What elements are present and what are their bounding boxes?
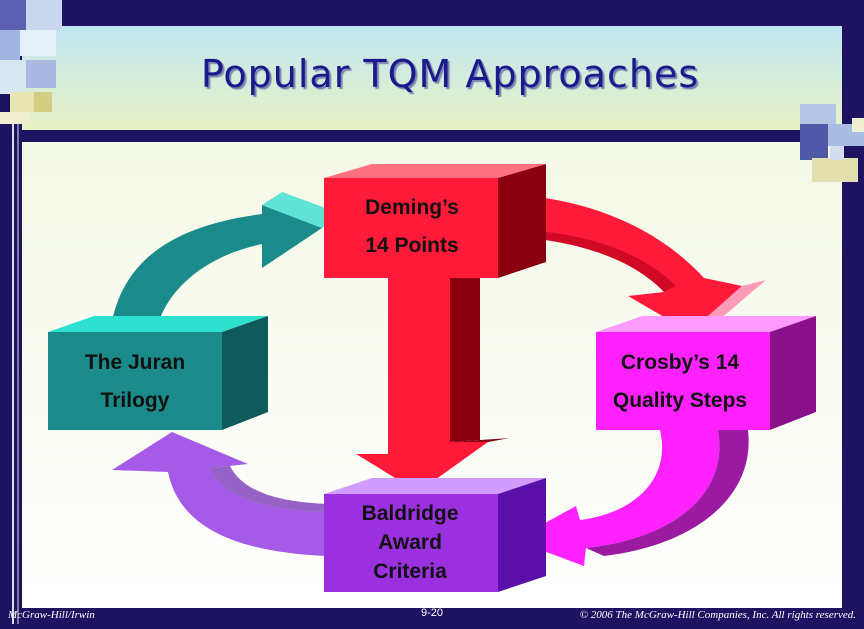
arrow-deming-to-baldridge-side <box>450 262 480 442</box>
arrow-crosby-to-baldridge-side <box>586 430 749 556</box>
arrow-baldridge-to-juran <box>112 432 326 556</box>
slide-title: Popular TQM Approaches <box>200 52 700 96</box>
footer-copyright: © 2006 The McGraw-Hill Companies, Inc. A… <box>579 609 856 621</box>
crosby-line-1: Crosby’s 14 <box>620 351 740 374</box>
crosby-label: Crosby’s 14 Quality Steps <box>590 344 770 420</box>
arrow-crosby-to-baldridge <box>514 430 720 566</box>
baldridge-line-2: Award <box>378 531 442 554</box>
deming-label: Deming’s 14 Points <box>326 189 498 265</box>
decor-mosaic-right <box>800 104 864 182</box>
arrow-baldridge-to-juran-shade <box>210 466 326 512</box>
arrow-juran-to-deming-top <box>262 192 342 228</box>
arrow-deming-to-baldridge <box>356 276 488 492</box>
footer-publisher: McGraw-Hill/Irwin <box>8 609 95 621</box>
deming-line-1: Deming’s <box>365 196 459 219</box>
juran-line-2: Trilogy <box>100 389 170 412</box>
box-baldridge <box>324 478 546 592</box>
arrow-deming-to-crosby <box>498 194 742 332</box>
baldridge-line-3: Criteria <box>373 560 447 583</box>
juran-label: The Juran Trilogy <box>48 344 222 420</box>
title-band <box>22 26 842 130</box>
juran-line-1: The Juran <box>84 351 186 374</box>
box-juran <box>48 316 268 430</box>
box-crosby <box>596 316 816 430</box>
arrow-deming-to-baldridge-head-side <box>450 438 510 442</box>
decor-mosaic-left <box>0 0 62 124</box>
baldridge-line-1: Baldridge <box>361 502 459 525</box>
baldridge-label: Baldridge Award Criteria <box>324 499 496 586</box>
arrow-juran-to-deming <box>110 205 322 332</box>
footer-page-number: 9-20 <box>420 607 444 619</box>
crosby-line-2: Quality Steps <box>612 389 748 412</box>
deming-line-2: 14 Points <box>365 234 459 257</box>
box-deming <box>324 164 546 278</box>
